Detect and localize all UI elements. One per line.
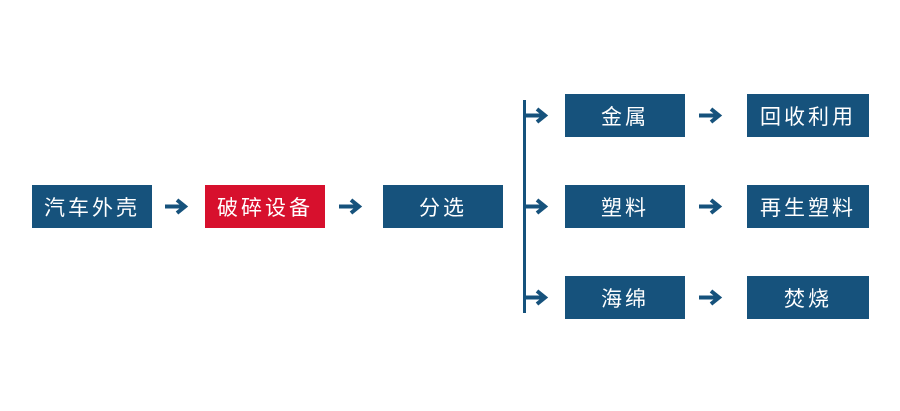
- node-recycled-plastic: 再生塑料: [747, 185, 869, 228]
- right-arrow-icon: [339, 198, 363, 215]
- right-arrow-icon: [699, 198, 723, 215]
- node-label: 回收利用: [760, 105, 856, 129]
- node-metal: 金属: [565, 94, 685, 137]
- node-label: 塑料: [601, 196, 649, 220]
- right-arrow-icon: [165, 198, 189, 215]
- node-plastic: 塑料: [565, 185, 685, 228]
- branch-arrow-icon: [523, 107, 549, 124]
- node-label: 破碎设备: [217, 196, 313, 220]
- node-car-shell: 汽车外壳: [32, 185, 152, 228]
- branch-arrow-icon: [523, 198, 549, 215]
- node-label: 分选: [419, 196, 467, 220]
- node-sorting: 分选: [383, 185, 503, 228]
- node-recycling: 回收利用: [747, 94, 869, 137]
- branch-arrow-icon: [523, 289, 549, 306]
- node-label: 焚烧: [784, 287, 832, 311]
- right-arrow-icon: [699, 289, 723, 306]
- node-label: 金属: [601, 105, 649, 129]
- node-incineration: 焚烧: [747, 276, 869, 319]
- node-label: 海绵: [601, 287, 649, 311]
- node-label: 汽车外壳: [44, 196, 140, 220]
- node-crushing-equipment: 破碎设备: [205, 185, 325, 228]
- node-sponge: 海绵: [565, 276, 685, 319]
- right-arrow-icon: [699, 107, 723, 124]
- node-label: 再生塑料: [760, 196, 856, 220]
